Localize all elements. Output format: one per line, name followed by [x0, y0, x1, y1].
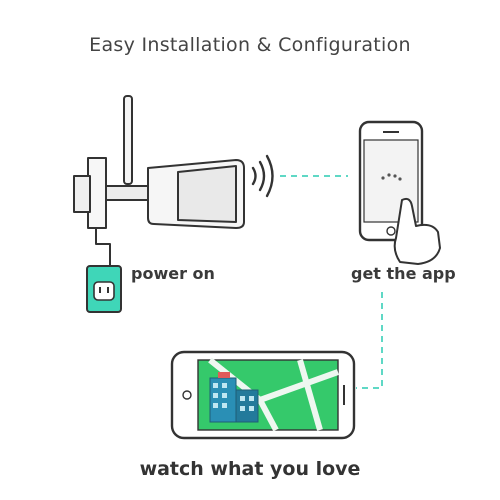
- diagram-title: Easy Installation & Configuration: [89, 34, 411, 56]
- phone-hand-icon: [358, 120, 441, 265]
- wifi-signal-icon: [251, 154, 274, 198]
- step-app-label: get the app: [351, 264, 456, 283]
- power-outlet-icon: [86, 265, 122, 313]
- connector-lines: [280, 175, 383, 389]
- camera-icon: [73, 95, 245, 282]
- phone-landscape-icon: [170, 350, 356, 440]
- step-watch-label: watch what you love: [139, 458, 361, 480]
- step-power-label: power on: [131, 264, 215, 283]
- building-icon: [209, 372, 259, 423]
- connector-app-to-watch: [356, 292, 383, 389]
